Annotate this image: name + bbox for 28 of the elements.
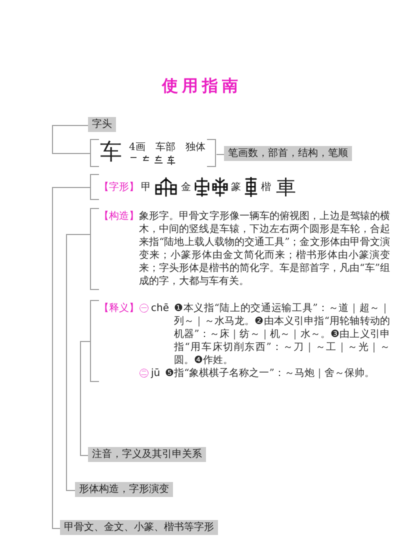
entry-info: 4画 车部 独体 bbox=[129, 142, 206, 154]
script-label: 楷 bbox=[261, 180, 271, 194]
leader-line bbox=[66, 234, 91, 491]
reading-marker: ㊀ bbox=[139, 302, 149, 315]
annotation-label: 字头 bbox=[88, 117, 116, 132]
regular-script-character: 車 bbox=[276, 176, 296, 198]
reading-marker: ㊁ bbox=[139, 367, 149, 380]
definition-text: 象形字。甲骨文字形像一辆车的俯视图，上边是驾辕的横木，中间的竖线是车辕，下边左右两个圆形是车轮，合起来指“陆地上载人载物的交通工具”；金文形体由甲骨文演变来；小篆形体由金文简化而来；楷书形体由小篆演变来；字头形体是楷书的简化字。车是部首字，凡由“车”组成的字，大都与车有关。 bbox=[139, 210, 390, 288]
annotation-label: 笔画数，部首，结构，笔顺 bbox=[224, 146, 352, 161]
leader-line bbox=[80, 341, 91, 456]
pinyin-text: chē bbox=[151, 302, 169, 315]
page-title: 使用指南 bbox=[160, 76, 242, 96]
script-label: 金 bbox=[181, 180, 191, 194]
leader-line bbox=[216, 154, 225, 155]
leader-line bbox=[52, 187, 91, 529]
annotation-label: 注音，字义及其引申关系 bbox=[88, 447, 206, 462]
head-character: 车 bbox=[100, 141, 122, 165]
sense-text: ❶本义指“陆上的交通运输工具”：～道｜超～｜列～｜～水马龙。❷由本义引申指“用轮轴转动的机器”：～床｜纺～｜机～｜水～。❸由上义引申指“用车床切削东西”：～刀｜～工｜～光｜～圆。❹作姓。 bbox=[174, 302, 390, 367]
annotation-label: 形体构造，字形演变 bbox=[75, 482, 173, 497]
sense-text: ❺指“象棋棋子名称之一”：～马炮｜舍～保帅。 bbox=[165, 367, 376, 380]
leader-line bbox=[52, 125, 91, 154]
pinyin-text: jū bbox=[151, 367, 160, 380]
annotation-label: 甲骨文、金文、小篆、楷书等字形 bbox=[60, 520, 218, 535]
section-label: 【字形】 bbox=[99, 180, 139, 194]
section-label: 【释义】 bbox=[99, 302, 139, 315]
section-label: 【构造】 bbox=[99, 210, 139, 223]
script-label: 篆 bbox=[231, 180, 241, 194]
script-label: 甲 bbox=[141, 180, 151, 194]
